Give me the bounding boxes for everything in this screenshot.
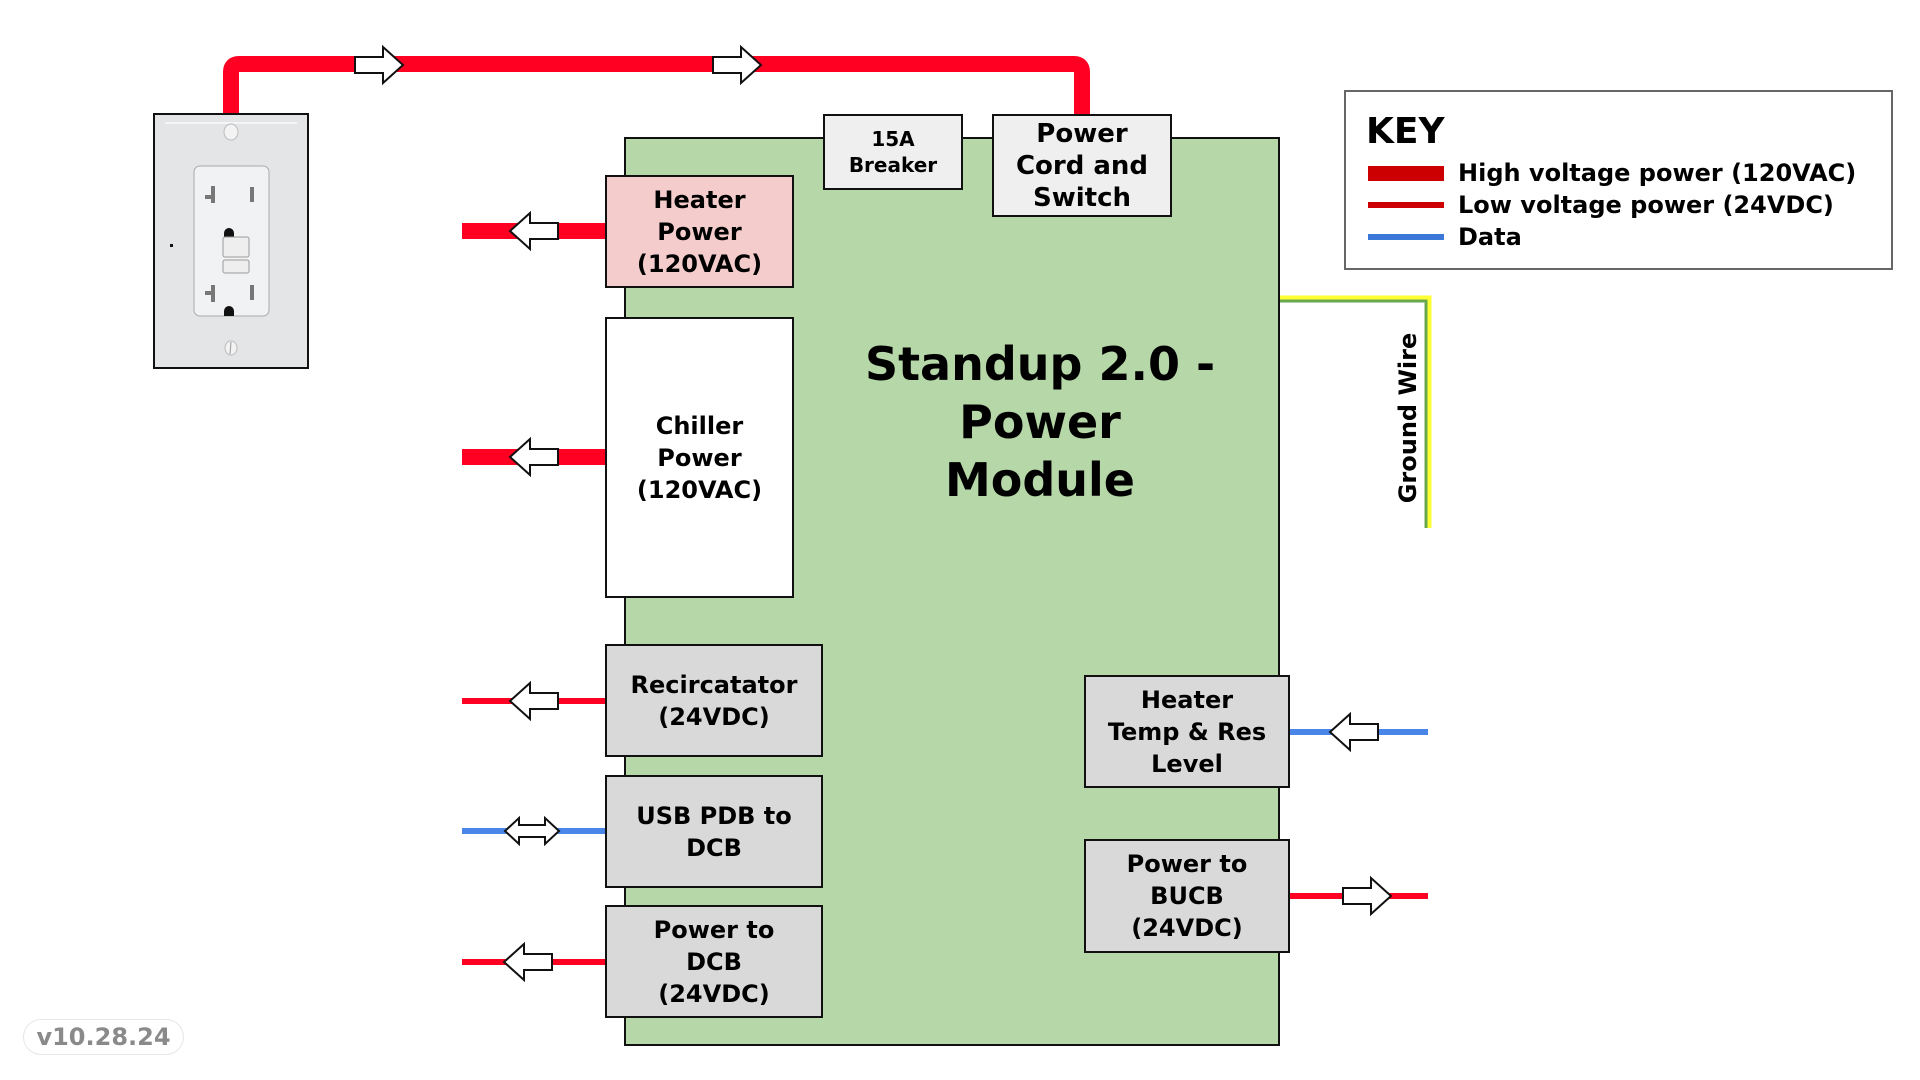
heater-temp-in-arrow-icon bbox=[1328, 711, 1379, 753]
legend-label: Data bbox=[1458, 223, 1522, 251]
legend-key: KEY High voltage power (120VAC) Low volt… bbox=[1344, 90, 1893, 270]
heater-power-box[interactable]: Heater Power (120VAC) bbox=[605, 175, 794, 288]
heater-out-arrow-icon bbox=[508, 210, 559, 252]
recirculator-out-arrow-icon bbox=[508, 680, 559, 722]
high-voltage-swatch bbox=[1368, 165, 1444, 181]
heater-temp-res-level-box[interactable]: Heater Temp & Res Level bbox=[1084, 675, 1290, 788]
wall-outlet-icon bbox=[153, 113, 309, 369]
legend-title: KEY bbox=[1366, 111, 1445, 152]
ground-wire-label: Ground Wire bbox=[1394, 332, 1422, 504]
data-swatch bbox=[1368, 234, 1444, 240]
legend-item-data: Data bbox=[1368, 222, 1522, 252]
legend-label: Low voltage power (24VDC) bbox=[1458, 191, 1834, 219]
power-cord-switch-box[interactable]: Power Cord and Switch bbox=[992, 114, 1172, 217]
dcb-out-arrow-icon bbox=[502, 941, 553, 983]
usb-bidirectional-arrow-icon bbox=[503, 815, 561, 847]
legend-label: High voltage power (120VAC) bbox=[1458, 159, 1857, 187]
feed-arrow-right-icon bbox=[712, 44, 763, 86]
module-title: Standup 2.0 - Power Module bbox=[864, 337, 1216, 507]
breaker-box[interactable]: 15A Breaker bbox=[823, 114, 963, 190]
usb-pdb-to-dcb-box[interactable]: USB PDB to DCB bbox=[605, 775, 823, 888]
ground-wire-inner bbox=[1280, 299, 1428, 528]
ground-wire-outer bbox=[1280, 295, 1432, 528]
main-power-feed-wire bbox=[223, 56, 1090, 114]
bucb-out-arrow-icon bbox=[1342, 875, 1393, 917]
power-to-dcb-box[interactable]: Power to DCB (24VDC) bbox=[605, 905, 823, 1018]
recirculator-box[interactable]: Recircatator (24VDC) bbox=[605, 644, 823, 757]
low-voltage-swatch bbox=[1368, 202, 1444, 208]
chiller-out-arrow-icon bbox=[508, 436, 559, 478]
feed-arrow-right-icon bbox=[354, 44, 405, 86]
power-to-bucb-box[interactable]: Power to BUCB (24VDC) bbox=[1084, 839, 1290, 953]
legend-item-high-voltage: High voltage power (120VAC) bbox=[1368, 158, 1856, 188]
chiller-power-box[interactable]: Chiller Power (120VAC) bbox=[605, 317, 794, 598]
version-badge: v10.28.24 bbox=[23, 1019, 184, 1055]
legend-item-low-voltage: Low voltage power (24VDC) bbox=[1368, 190, 1834, 220]
